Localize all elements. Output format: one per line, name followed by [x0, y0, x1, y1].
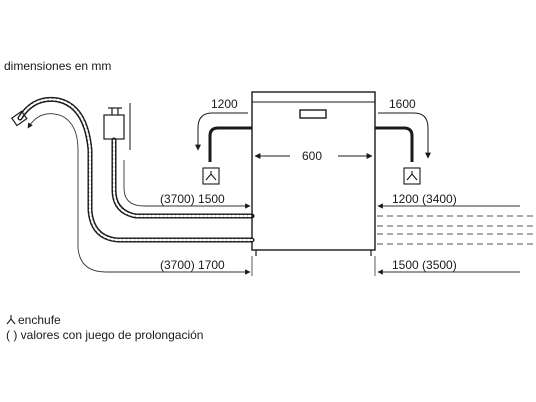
dim-right-top: 1600 — [389, 97, 416, 111]
right-reach-arrow — [378, 112, 431, 159]
units-caption: dimensiones en mm — [4, 59, 111, 73]
dim-width: 600 — [302, 149, 322, 163]
dishwasher-icon — [251, 91, 376, 256]
plug-icon — [403, 167, 421, 185]
drain-hook — [10, 110, 28, 127]
plug-icon — [202, 167, 220, 185]
dim-right-hose-upper: 1200 (3400) — [392, 192, 457, 206]
dim-right-hose-lower: 1500 (3500) — [392, 258, 457, 272]
dim-left-hose-lower: (3700) 1700 — [160, 258, 225, 272]
legend-plug-label: enchufe — [18, 313, 61, 327]
hose-reach-upper — [27, 113, 79, 196]
hose-reach-lower — [77, 196, 251, 275]
left-reach-arrow — [195, 112, 248, 151]
right-water-pipe — [375, 126, 414, 162]
hose-reach-inlet — [123, 160, 251, 209]
plug-icon — [6, 315, 16, 325]
legend-extension-label: ( ) valores con juego de prolongación — [6, 328, 204, 342]
legend-extension: ( ) valores con juego de prolongación — [6, 328, 203, 342]
legend-plug: enchufe — [6, 313, 61, 327]
dim-left-hose-upper: (3700) 1500 — [160, 192, 225, 206]
cabinet-dashed-lines — [377, 215, 534, 245]
left-water-pipe — [208, 126, 252, 162]
tap-connector — [103, 103, 131, 150]
hose-icon — [17, 96, 255, 243]
dim-left-top: 1200 — [211, 97, 238, 111]
